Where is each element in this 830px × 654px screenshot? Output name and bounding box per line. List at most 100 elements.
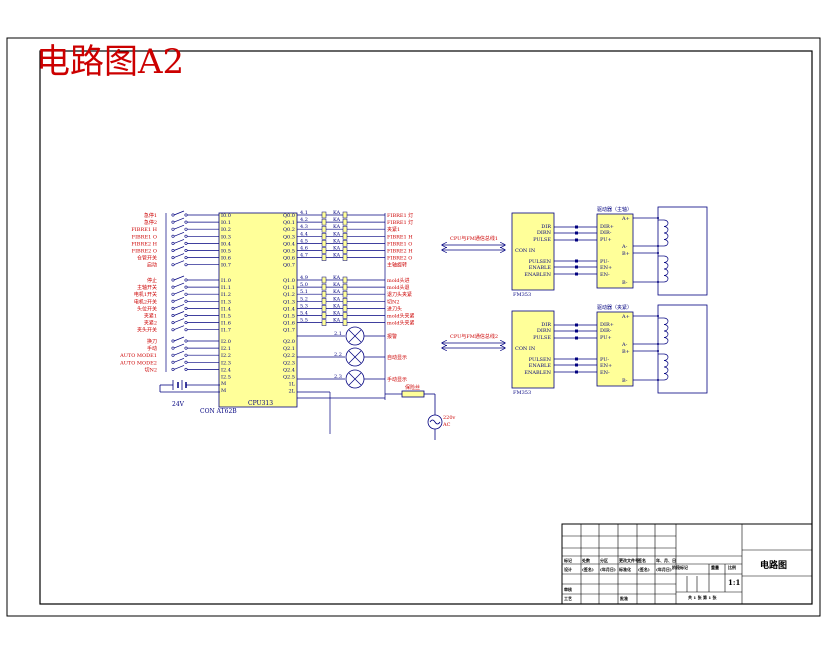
- relay-coil: [321, 233, 327, 240]
- plc-input-pin: I1.5: [221, 314, 231, 320]
- tb-col-header: 处数: [581, 557, 590, 563]
- fm-pin: ENABLEN: [524, 370, 551, 376]
- plc-output-pin: Q2.0: [283, 339, 295, 345]
- switch-contact: [171, 263, 175, 267]
- driver-motor-pin: A+: [621, 314, 630, 320]
- switch-contact: [171, 306, 175, 310]
- tb-col-header: 年、月、日: [656, 557, 676, 563]
- relay-contact: [342, 225, 348, 233]
- input-label: 夹紧2: [144, 320, 157, 327]
- driver-pin: PU-: [600, 259, 609, 265]
- plc-input-pin: I0.6: [221, 256, 231, 262]
- motor-node: [657, 217, 659, 219]
- plc-output-pin: 2L: [288, 389, 295, 395]
- wire-terminal: [575, 272, 578, 276]
- fm-pin: CON IN: [515, 346, 536, 352]
- driver-pin: DIR+: [600, 322, 614, 328]
- relay-ka-label: KA: [333, 231, 341, 237]
- plc-input-pin: I0.0: [221, 213, 231, 219]
- relay-contact: [342, 240, 348, 247]
- output-label: FIBRE1 灯: [387, 212, 413, 219]
- switch-contact: [171, 353, 175, 357]
- wire-terminal: [575, 238, 578, 242]
- relay-ka-label: KA: [333, 217, 341, 223]
- tb-approve: 批准: [620, 595, 628, 601]
- tb-scale-head: 比例: [728, 564, 736, 570]
- relay-contact: [342, 247, 348, 254]
- driver-pin: EN-: [600, 272, 610, 278]
- plc-output-pin: Q2.1: [283, 346, 295, 352]
- fm-pin: CON IN: [515, 248, 536, 254]
- plc-input-pin: I2.1: [221, 346, 231, 352]
- switch-contact: [184, 241, 188, 245]
- relay-coil: [321, 305, 327, 312]
- switch-blade: [173, 282, 185, 288]
- output-label: 夹紧1: [387, 226, 400, 233]
- relay-coil: [321, 276, 327, 284]
- plc-output-pin: Q1.3: [283, 299, 295, 305]
- plc-connector: CON AT62B: [200, 408, 237, 415]
- fm-module: [511, 310, 555, 389]
- wire-terminal: [575, 231, 578, 235]
- fm-pin: PULSEN: [529, 357, 552, 363]
- sheet-title: 电路图A2: [36, 42, 184, 82]
- switch-contact: [184, 256, 188, 260]
- input-label: 换刀: [147, 338, 157, 345]
- driver-motor-pin: B-: [622, 280, 628, 286]
- plc-output-pin: Q1.1: [283, 285, 295, 291]
- driver-title: 驱动器（主轴）: [597, 206, 632, 213]
- motor-box: [657, 304, 708, 394]
- switch-blade: [173, 275, 185, 281]
- input-label: 急停1: [144, 212, 157, 219]
- plc-input-pin: I0.4: [221, 241, 231, 247]
- relay-coil: [321, 298, 327, 305]
- switch-contact: [184, 367, 188, 371]
- plc-output-pin: Q1.7: [283, 328, 295, 334]
- tb-sign-cell: (年月日): [600, 566, 616, 572]
- driver-pin: EN+: [600, 265, 612, 271]
- switch-blade: [173, 210, 185, 216]
- driver-motor-pin: A+: [621, 216, 630, 222]
- switch-blade: [173, 350, 185, 356]
- fuse: [401, 390, 425, 398]
- switch-contact: [184, 213, 188, 217]
- relay-contact: [342, 290, 348, 298]
- driver-title: 驱动器（夹紧）: [597, 304, 632, 311]
- plc-output-pin: Q0.6: [283, 256, 295, 262]
- switch-contact: [171, 249, 175, 253]
- bus-label: CPU与FM通信总线2: [450, 333, 498, 340]
- driver: [596, 311, 634, 387]
- relay-contact: [342, 298, 348, 305]
- driver-pin: DIR-: [600, 230, 612, 236]
- tb-scale: 1:1: [728, 578, 740, 587]
- relay-contact: [342, 319, 348, 326]
- plc-input-pin: I2.4: [221, 367, 231, 373]
- tb-drawing-name: 电路图: [760, 559, 787, 571]
- wire-terminal: [575, 357, 578, 361]
- switch-blade: [173, 217, 185, 223]
- tb-stage: 阶段标记: [672, 564, 688, 570]
- switch-contact: [184, 360, 188, 364]
- fm-module-name: FM353: [513, 292, 531, 298]
- relay-id: 4.1: [300, 210, 308, 216]
- relay-ka-label: KA: [333, 224, 341, 230]
- tb-check: 审核: [564, 586, 572, 592]
- input-label: 急停2: [144, 219, 157, 226]
- lamp-id: 2.1: [334, 331, 342, 337]
- fm-pin: PULSEN: [529, 259, 552, 265]
- input-label: 头位开关: [137, 305, 157, 312]
- relay-id: 4.3: [300, 224, 308, 230]
- ac-voltage: 220v: [443, 415, 456, 421]
- plc-input-pin: I1.1: [221, 285, 231, 291]
- relay-coil: [321, 240, 327, 247]
- wire-terminal: [575, 259, 578, 263]
- relay-coil: [321, 290, 327, 298]
- plc-power-pin: M: [221, 381, 226, 387]
- relay-id: 4.6: [300, 246, 308, 252]
- motor-coil: [663, 353, 669, 381]
- lamp-id: 2.3: [334, 374, 342, 380]
- fm-pin: DIR: [541, 224, 551, 230]
- relay-contact: [342, 283, 348, 291]
